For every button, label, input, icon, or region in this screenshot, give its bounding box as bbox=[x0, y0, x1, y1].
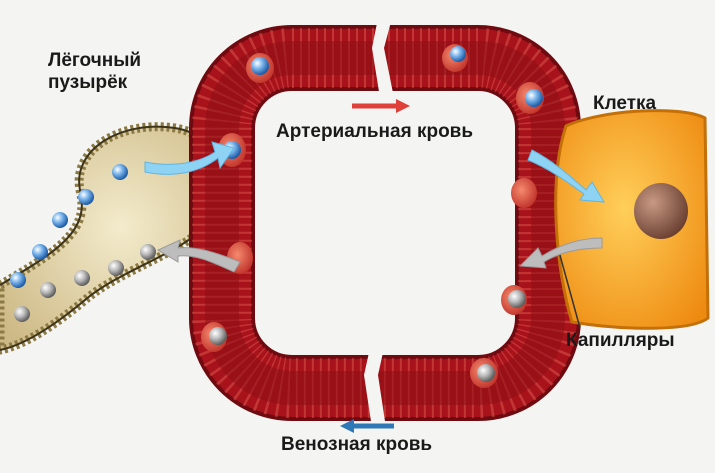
alveolus-label: Лёгочный пузырёк bbox=[48, 50, 141, 94]
arterial-flow-arrow bbox=[352, 99, 410, 113]
venous-flow-arrow bbox=[340, 419, 394, 433]
capillary-loop bbox=[222, 18, 548, 428]
alveolus bbox=[0, 127, 220, 350]
venous-blood-label: Венозная кровь bbox=[281, 434, 432, 456]
cell-label: Клетка bbox=[593, 93, 656, 115]
cell-nucleus bbox=[634, 183, 688, 239]
body-cell bbox=[556, 111, 708, 329]
arterial-blood-label: Артериальная кровь bbox=[276, 121, 473, 143]
capillaries-label: Капилляры bbox=[566, 330, 675, 352]
